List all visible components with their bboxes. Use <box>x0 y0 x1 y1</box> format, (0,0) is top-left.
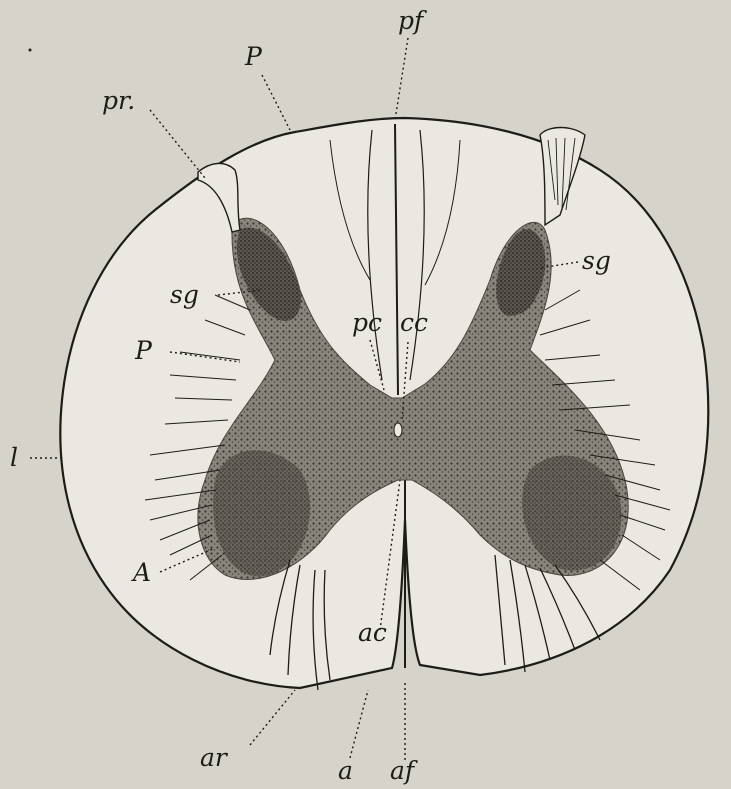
label-l: l <box>10 445 18 470</box>
label-ar: ar <box>200 745 227 770</box>
label-p-mid: P <box>135 338 152 363</box>
leader-pf <box>395 38 408 120</box>
leader-pr <box>150 110 205 178</box>
central-canal <box>394 423 402 437</box>
label-af: af <box>390 758 414 783</box>
label-a: a <box>338 758 353 783</box>
label-A: A <box>133 560 151 585</box>
leader-ar <box>250 690 295 745</box>
speck <box>29 49 32 52</box>
label-p-top: P <box>245 44 262 69</box>
label-pf: pf <box>398 8 423 33</box>
label-cc: cc <box>400 310 428 335</box>
label-pr: pr. <box>102 88 135 113</box>
leader-p-top <box>262 75 290 130</box>
label-sg-right: sg <box>582 248 611 273</box>
label-ac: ac <box>358 620 387 645</box>
leader-a <box>350 690 368 758</box>
label-pc: pc <box>352 310 382 335</box>
label-sg-left: sg <box>170 282 199 307</box>
